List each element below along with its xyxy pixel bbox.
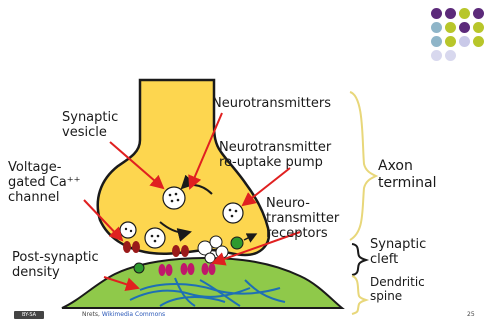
decor-dot	[431, 8, 442, 19]
decor-dot	[459, 22, 470, 33]
post-synaptic-pump	[134, 263, 144, 273]
synaptic-cleft-brace	[352, 244, 366, 275]
cc-license-text: BY-SA	[14, 311, 44, 319]
decor-dot	[459, 36, 470, 47]
label-axon-terminal: Axon terminal	[378, 158, 436, 192]
credit-author: Nrets,	[82, 311, 102, 318]
dendritic-spine-shape	[62, 258, 342, 308]
decorative-dot-grid	[427, 6, 491, 78]
decor-dot	[431, 22, 442, 33]
label-reuptake-pump: Neurotransmitter re-uptake pump	[219, 140, 331, 170]
decor-dot	[431, 50, 442, 61]
decor-dot	[445, 8, 456, 19]
credit-link[interactable]: Wikimedia Commons	[102, 311, 165, 318]
decor-dot	[445, 22, 456, 33]
page-number: 25	[467, 311, 475, 318]
decor-dot	[445, 50, 456, 61]
decor-dot	[445, 36, 456, 47]
dendritic-spine-brace	[352, 276, 366, 314]
decor-dot	[473, 8, 484, 19]
label-synaptic-vesicle: Synaptic vesicle	[62, 110, 118, 140]
label-voltage-gated-channel: Voltage- gated Ca⁺⁺ channel	[8, 160, 80, 205]
label-synaptic-cleft: Synaptic cleft	[370, 237, 426, 267]
label-neurotransmitters: Neurotransmitters	[212, 96, 331, 111]
decor-dot	[431, 36, 442, 47]
decor-dot	[473, 22, 484, 33]
label-post-synaptic-density: Post-synaptic density	[12, 250, 99, 280]
decor-dot	[473, 36, 484, 47]
label-neurotransmitter-receptors: Neuro- transmitter receptors	[266, 196, 339, 241]
axon-terminal-brace	[350, 92, 376, 240]
image-credit: Nrets, Wikimedia Commons	[82, 311, 165, 318]
decor-dot	[459, 8, 470, 19]
cc-license-badge[interactable]: BY-SA	[14, 311, 44, 319]
label-dendritic-spine: Dendritic spine	[370, 275, 425, 303]
